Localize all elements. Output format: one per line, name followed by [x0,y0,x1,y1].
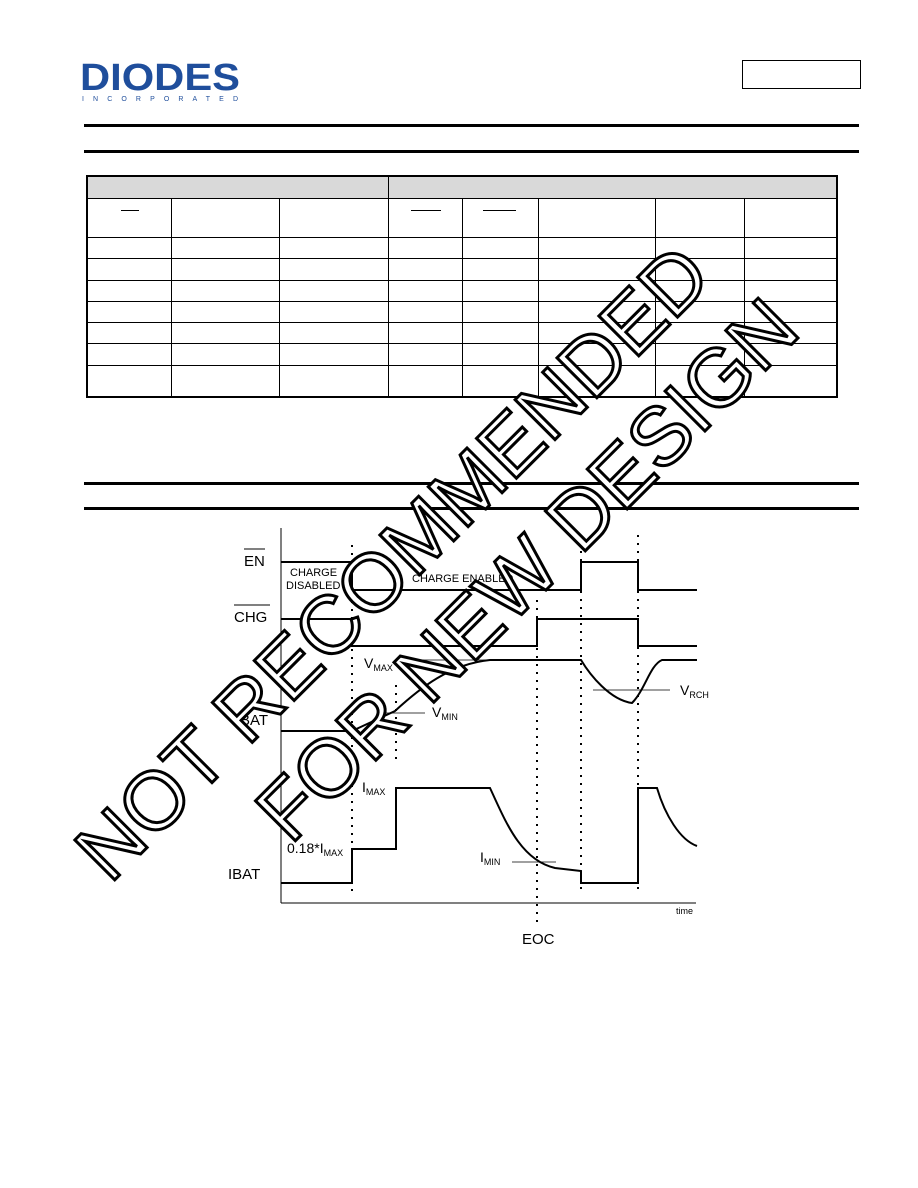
table-row [86,364,838,398]
section-rule [84,507,859,510]
table-row [86,236,838,260]
imax-label: IMAX [362,779,385,797]
table-row [86,322,838,345]
table-group-header [86,175,389,199]
table-row [86,300,838,324]
vbat-signal-label: VBAT [230,712,268,729]
charge-disabled-label: CHARGE [290,567,337,579]
charge-enabled-label: CHARGE ENABLED [412,573,514,585]
ibat-signal-label: IBAT [228,866,260,883]
table-column-header [86,198,172,238]
table-column-header [461,198,539,238]
imax18-label: 0.18*IMAX [287,840,343,858]
chg-signal-label: CHG [234,609,267,626]
table-column-header [537,198,656,238]
vmin-label: VMIN [432,704,458,722]
section-rule [84,124,859,127]
table-column-header [170,198,280,238]
diodes-logo: DIODES INCORPORATED [80,58,240,103]
section-rule [84,482,859,485]
status-table [86,175,839,398]
vmax-label: VMAX [364,655,393,673]
table-column-header [387,198,463,238]
eoc-label: EOC [522,931,555,948]
table-group-header [387,175,838,199]
time-axis-label: time [676,906,693,916]
imin-label: IMIN [480,849,500,867]
table-column-header [654,198,745,238]
vbat-trace [281,659,697,732]
table-row [86,258,838,281]
table-column-header [278,198,389,238]
section-rule [84,150,859,153]
chg-trace [281,618,697,647]
document-number-box [742,60,861,89]
charge-disabled-label: DISABLED [286,580,340,592]
table-column-header [743,198,838,238]
table-row [86,343,838,366]
vrch-label: VRCH [680,682,709,700]
charge-timing-diagram: EN CHG VBAT IBAT time CHARGE DISABLED CH… [228,528,709,948]
ibat-trace [281,787,698,884]
table-row [86,279,838,302]
en-signal-label: EN [244,553,265,570]
logo-wordmark: DIODES [80,58,240,99]
